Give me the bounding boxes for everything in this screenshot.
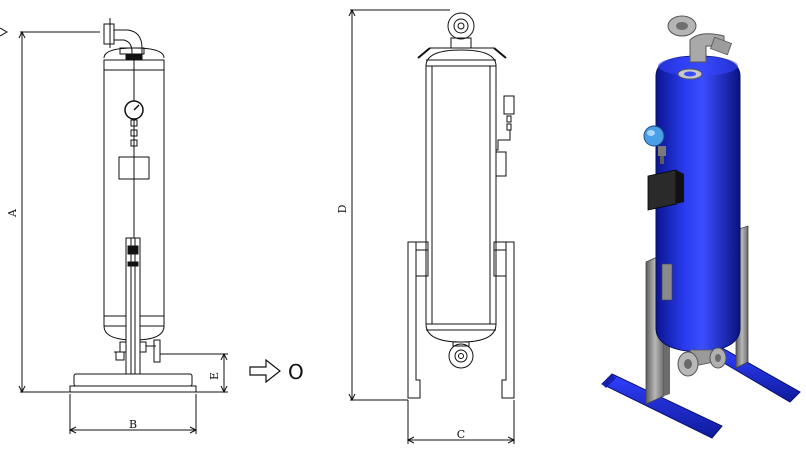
rendered-3d-view bbox=[601, 15, 801, 439]
pressure-gauge-3d-icon bbox=[643, 125, 665, 147]
nameplate-bracket-3d bbox=[647, 169, 677, 211]
front-nameplate bbox=[118, 156, 150, 180]
front-base-plate bbox=[73, 373, 193, 387]
front-view bbox=[0, 18, 228, 434]
side-vessel-body bbox=[425, 65, 497, 325]
front-support-post bbox=[125, 237, 141, 375]
outlet-label: O bbox=[288, 360, 304, 384]
dimension-c-label: C bbox=[457, 428, 465, 441]
dimension-d-label: D bbox=[336, 204, 349, 213]
side-view bbox=[348, 8, 516, 444]
inlet-arrow-icon bbox=[0, 27, 9, 37]
dimension-e-label: E bbox=[208, 372, 221, 380]
outlet-arrow-icon bbox=[249, 358, 281, 384]
dimension-b-label: B bbox=[129, 418, 137, 431]
dimension-a-label: A bbox=[6, 208, 19, 218]
